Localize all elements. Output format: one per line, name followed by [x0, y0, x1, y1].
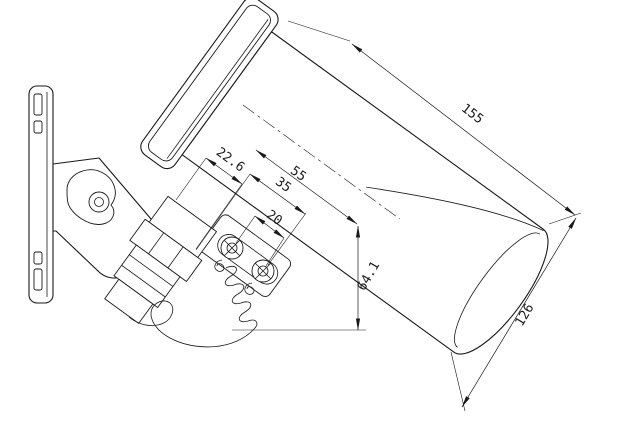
adjustment-knob — [88, 191, 110, 213]
mount-stem — [104, 195, 217, 324]
plate-slot — [33, 251, 43, 265]
safety-cable — [128, 259, 258, 348]
cable-coil — [224, 265, 258, 330]
wall-mount-plate — [28, 85, 54, 304]
bracket-screw-2 — [251, 259, 275, 283]
dimension-20: 20 — [235, 207, 285, 267]
plate-slot — [33, 268, 43, 291]
plate-slot — [33, 93, 43, 116]
cable-hanging-loop — [128, 300, 255, 348]
slide-slot — [217, 234, 279, 285]
dimension-35: 35 — [195, 173, 307, 266]
bracket-screw-1 — [220, 236, 244, 260]
plate-slot — [33, 120, 43, 134]
dim-label-20: 20 — [263, 207, 284, 228]
stem-tip — [104, 278, 154, 324]
cable-end-loop-2 — [244, 282, 255, 295]
dim-label-155: 155 — [458, 101, 486, 127]
dim-label-35: 35 — [272, 174, 293, 195]
cable-end-loop-1 — [214, 259, 225, 272]
